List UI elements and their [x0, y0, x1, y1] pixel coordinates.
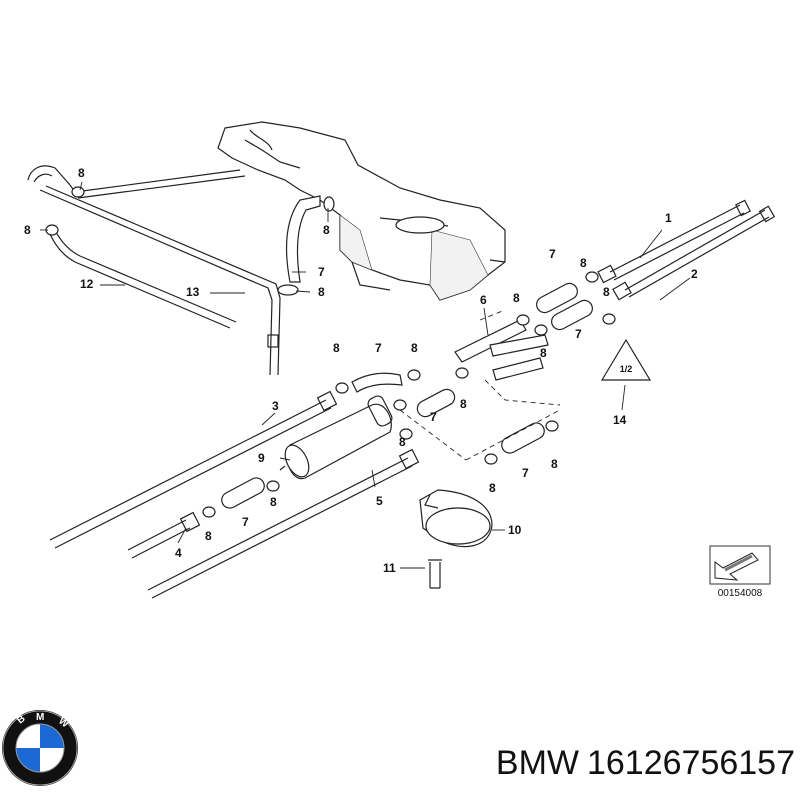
brand-name: BMW [495, 744, 579, 782]
callout-7: 7 [575, 327, 582, 341]
callout-3: 3 [272, 399, 279, 413]
callout-7: 7 [318, 265, 325, 279]
callout-7: 7 [242, 515, 249, 529]
callouts: 1 2 3 4 5 6 7 7 7 7 7 7 7 8 8 8 8 8 8 8 … [24, 166, 698, 575]
callout-7: 7 [430, 410, 437, 424]
callout-8: 8 [603, 285, 610, 299]
callout-9: 9 [258, 451, 265, 465]
assembly-lines [399, 309, 561, 461]
callout-8: 8 [318, 285, 325, 299]
part-number: 16126756157 [586, 744, 795, 782]
tank-vent-hose [277, 195, 335, 296]
callout-10: 10 [508, 523, 522, 537]
svg-text:M: M [36, 712, 44, 723]
callout-8: 8 [540, 346, 547, 360]
callout-14: 14 [613, 413, 627, 427]
callout-7: 7 [375, 341, 382, 355]
callout-8: 8 [580, 256, 587, 270]
callout-12: 12 [80, 277, 94, 291]
fuel-lines-3-4-5 [49, 390, 420, 599]
callout-8: 8 [270, 495, 277, 509]
callout-8: 8 [333, 341, 340, 355]
callout-4: 4 [175, 546, 182, 560]
symbol-badge: 1/2 [620, 364, 633, 374]
callout-2: 2 [691, 267, 698, 281]
callout-5: 5 [376, 494, 383, 508]
connector-6-assembly [221, 282, 593, 509]
fuel-lines-upper-left [27, 165, 281, 376]
warning-symbol: 1/2 [600, 338, 652, 381]
diagram-code: 00154008 [718, 588, 763, 599]
callout-8: 8 [323, 223, 330, 237]
callout-8: 8 [24, 223, 31, 237]
callout-8: 8 [411, 341, 418, 355]
diagram-reference: 00154008 [709, 545, 771, 599]
callout-1: 1 [665, 211, 672, 225]
callout-7: 7 [549, 247, 556, 261]
callout-8: 8 [78, 166, 85, 180]
fuel-filter [279, 395, 393, 480]
callout-8: 8 [205, 529, 212, 543]
callout-11: 11 [383, 561, 396, 575]
fuel-tank-drawing [217, 121, 506, 301]
callout-8: 8 [513, 291, 520, 305]
leader-lines [40, 181, 691, 569]
fuel-lines-1-2 [597, 199, 776, 301]
mounting-band [419, 489, 493, 589]
callout-6: 6 [480, 293, 487, 307]
callout-8: 8 [399, 435, 406, 449]
callout-8: 8 [551, 457, 558, 471]
callout-13: 13 [186, 285, 200, 299]
callout-7: 7 [522, 466, 529, 480]
callout-8: 8 [489, 481, 496, 495]
hose-clamps [45, 186, 616, 518]
callout-8: 8 [460, 397, 467, 411]
bmw-logo: B M W [2, 710, 78, 786]
